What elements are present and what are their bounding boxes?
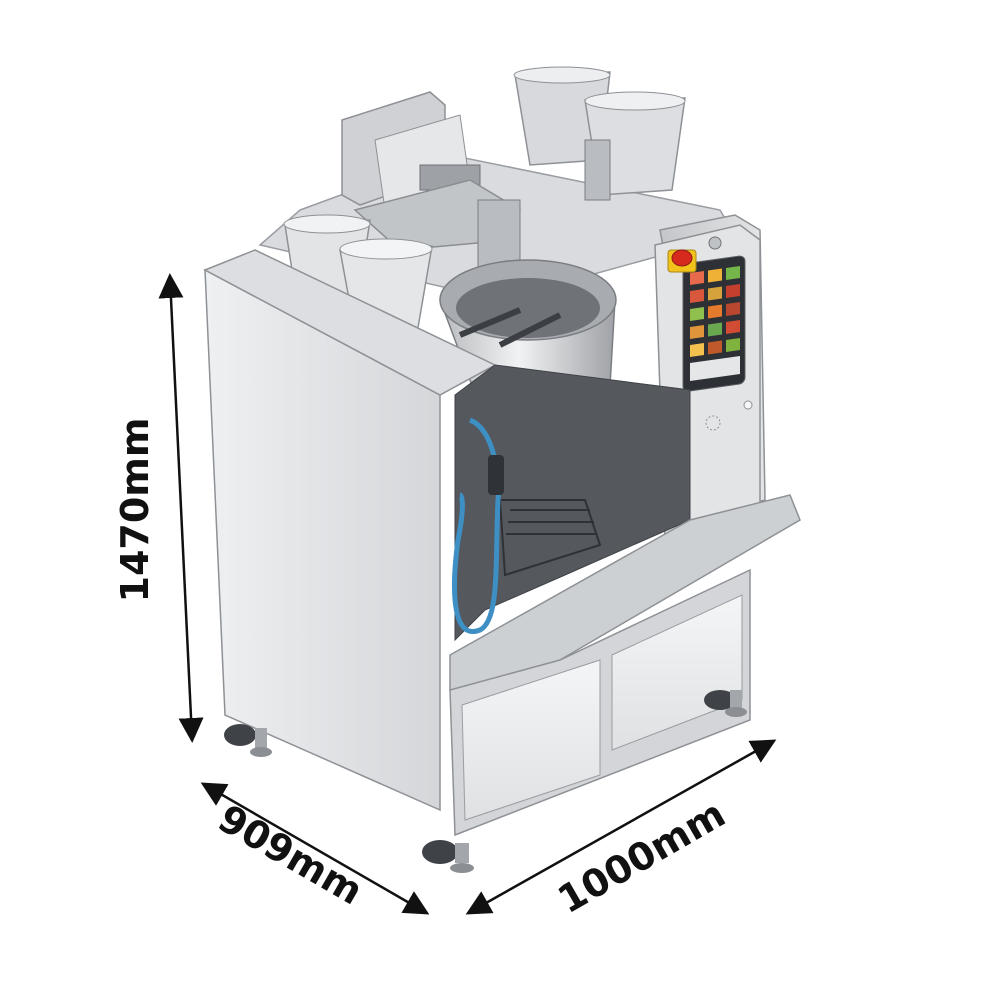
height-dimension-label: 1470mm: [113, 418, 157, 603]
caster-front: [422, 840, 474, 873]
key-switch-icon[interactable]: [708, 236, 722, 250]
ingredient-hopper-back-2: [584, 91, 686, 201]
cooking-machine: [203, 66, 801, 873]
caster-left: [224, 724, 272, 757]
screen-menu-tiles: [690, 265, 740, 382]
width-dimension-arrow: [465, 739, 777, 915]
speaker-grille-icon: [705, 415, 721, 431]
emergency-stop-icon[interactable]: [667, 249, 697, 273]
depth-dimension-label: 909mm: [211, 796, 370, 913]
spray-nozzle[interactable]: [488, 455, 504, 495]
caster-right: [704, 690, 747, 717]
width-dimension-label: 1000mm: [550, 791, 732, 922]
depth-dimension-arrow: [200, 782, 430, 915]
side-button-icon[interactable]: [743, 400, 753, 410]
height-dimension-arrow: [158, 273, 204, 743]
fry-basket: [498, 499, 602, 577]
